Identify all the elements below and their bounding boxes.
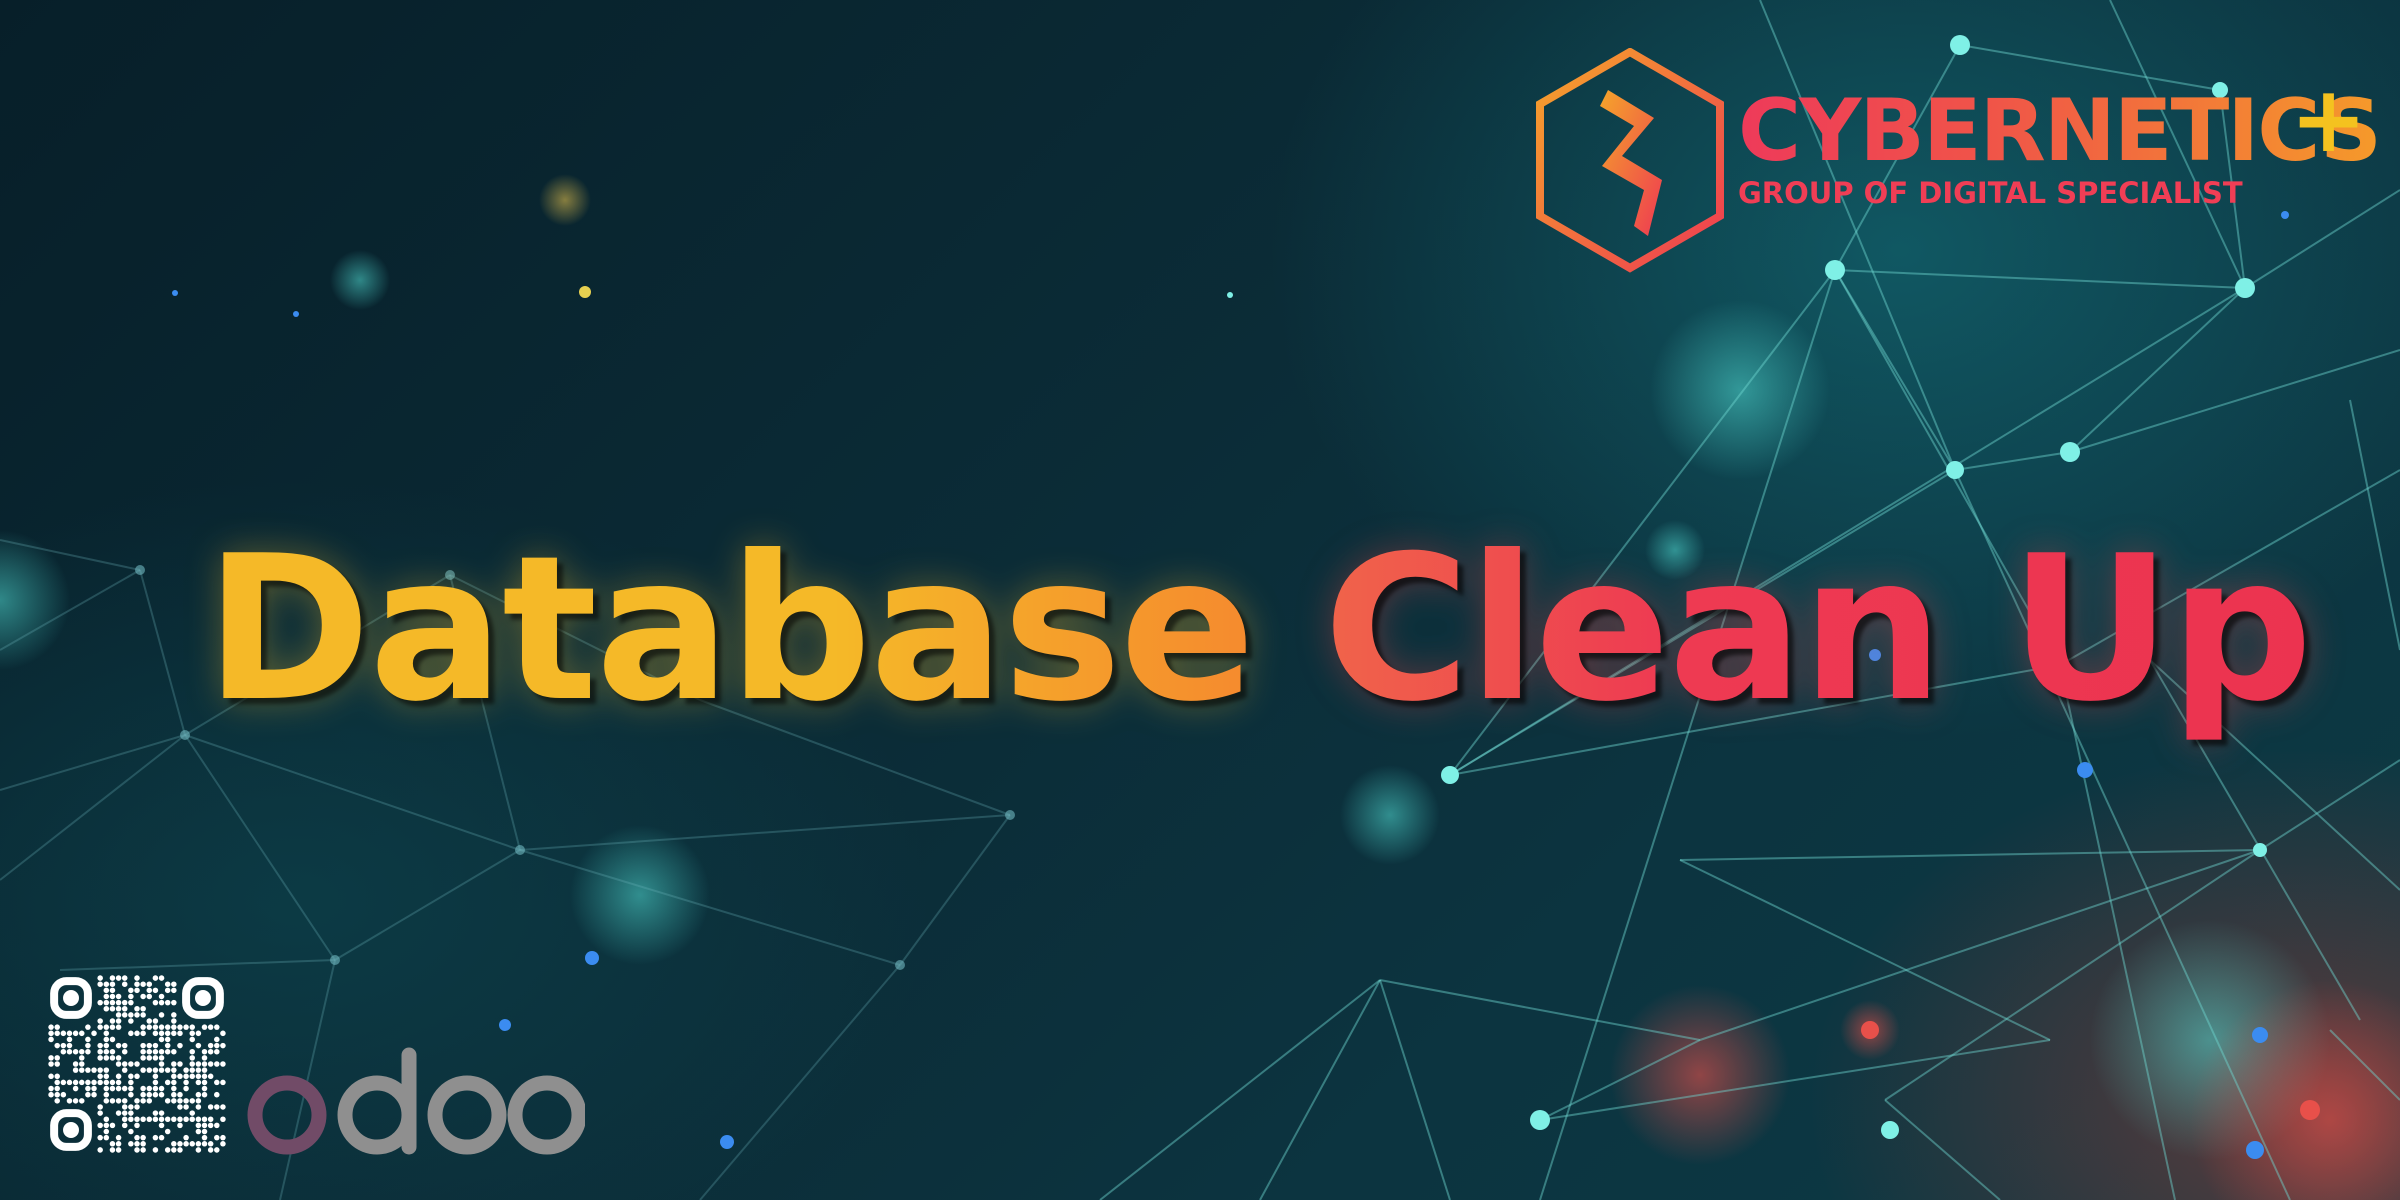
- headline-word-clean-up: Clean Up: [1323, 513, 2313, 746]
- brand-tagline: GROUP OF DIGITAL SPECIALIST: [1738, 176, 2243, 210]
- hexagon-s-logo-icon: [1536, 48, 1724, 273]
- odoo-logo-icon: [247, 1047, 585, 1155]
- brand-name: CYBERNETICS: [1738, 81, 2382, 181]
- brand-plus: +: [2290, 66, 2368, 173]
- qr-code-icon: [48, 975, 226, 1153]
- brand-logo-text: CYBERNETICS + GROUP OF DIGITAL SPECIALIS…: [1738, 66, 2382, 210]
- headline-word-database: Database: [205, 513, 1255, 746]
